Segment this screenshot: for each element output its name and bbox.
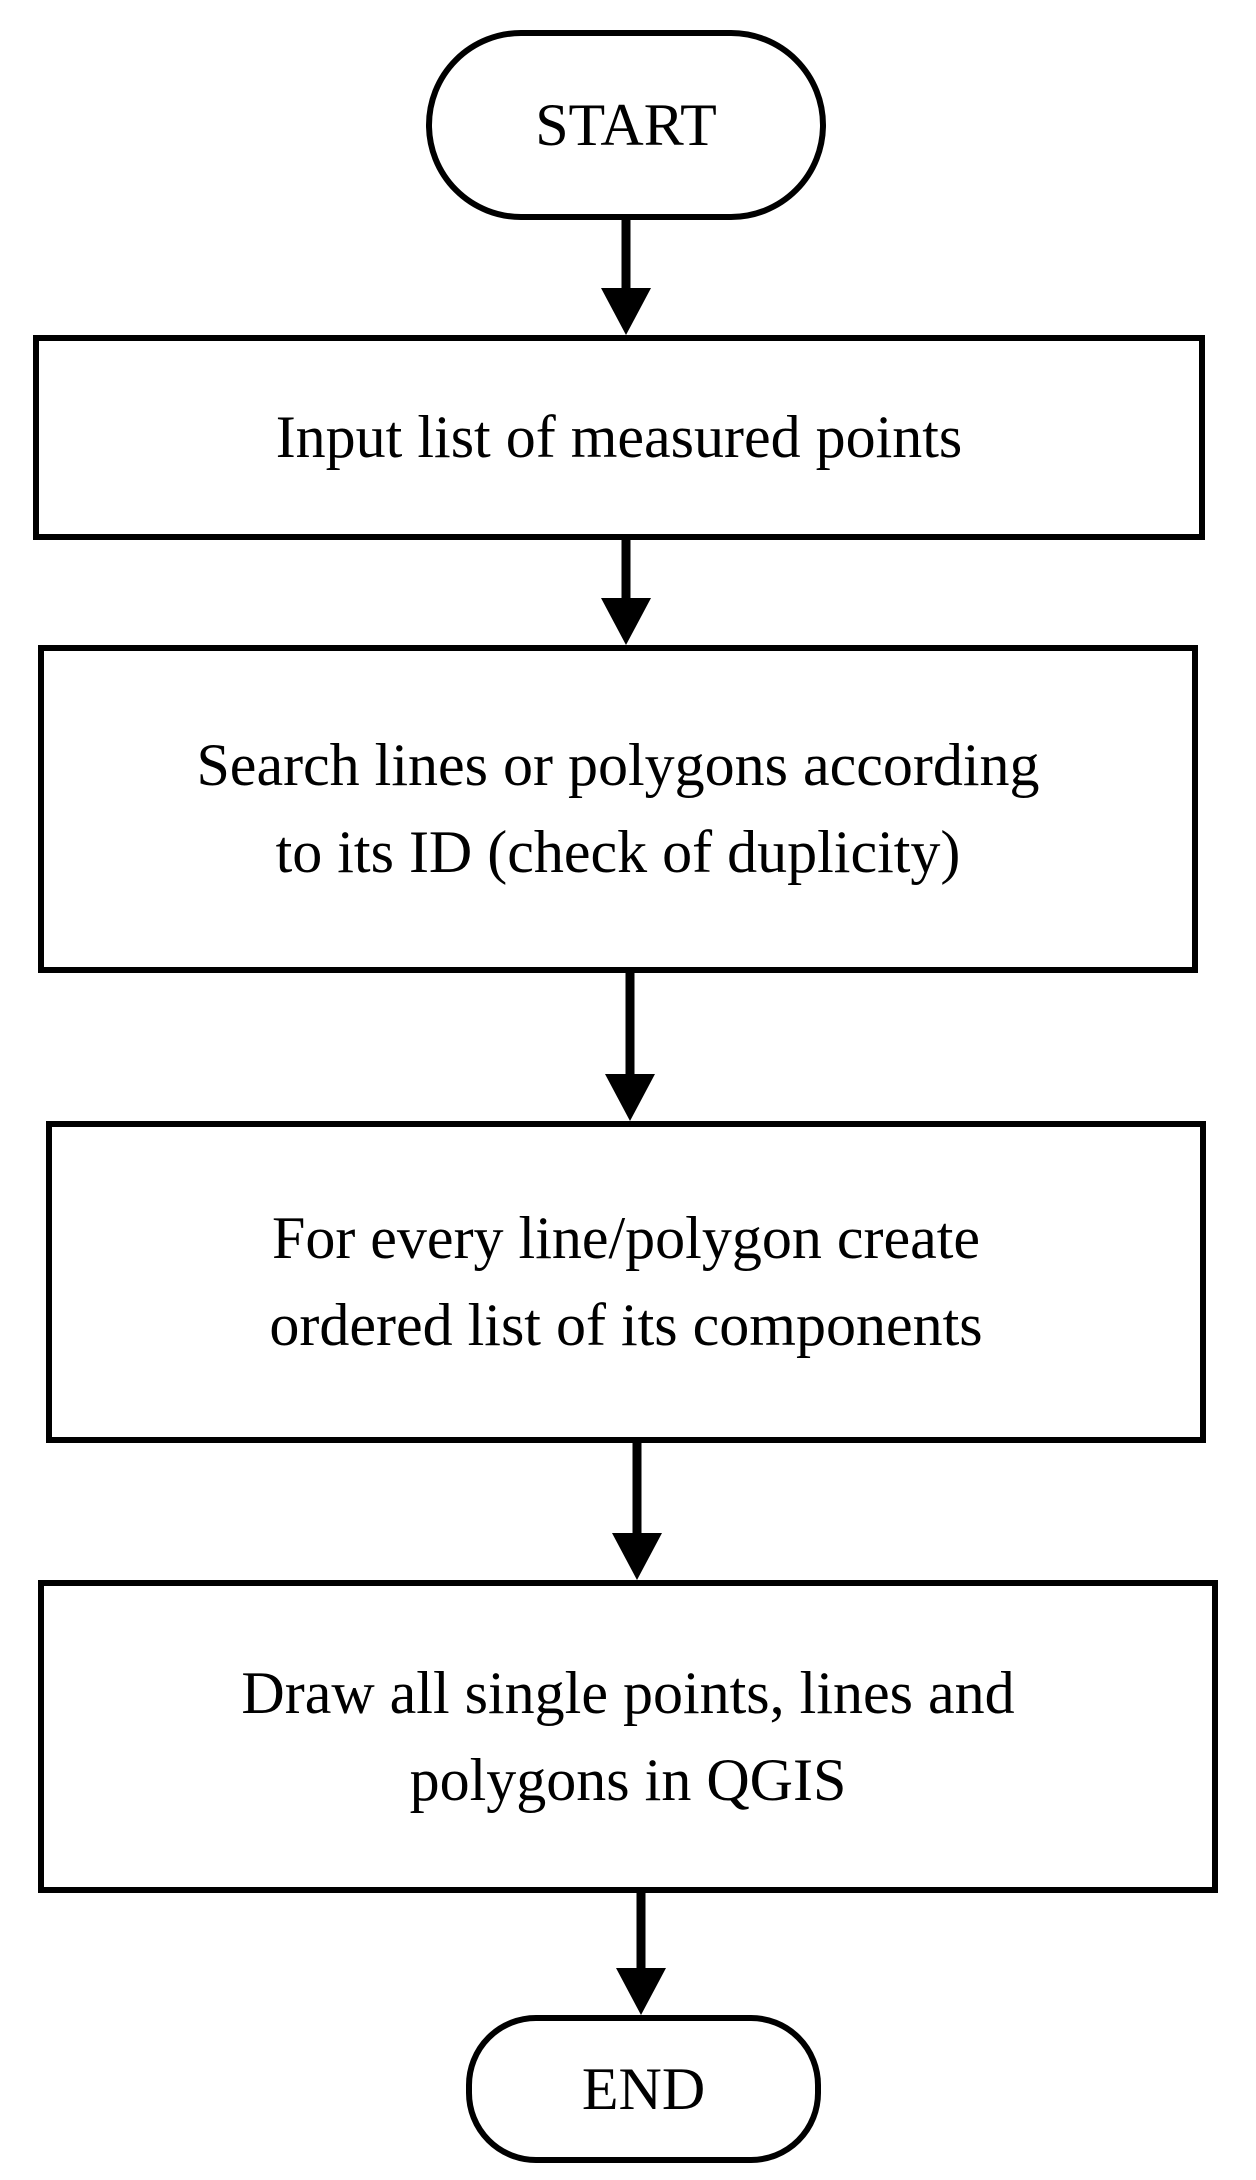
end-terminal: END	[466, 2015, 821, 2163]
process-step-draw-in-qgis: Draw all single points, lines and polygo…	[38, 1580, 1218, 1893]
arrow-start-to-step-1	[601, 220, 651, 335]
step-4-line-2: polygons in QGIS	[409, 1746, 847, 1813]
step-3-line-2: ordered list of its components	[269, 1292, 983, 1358]
arrow-step-4-to-end	[616, 1893, 666, 2015]
arrow-step-1-to-step-2	[601, 540, 651, 645]
start-terminal: START	[426, 30, 826, 220]
step-4-line-1: Draw all single points, lines and	[241, 1659, 1015, 1726]
end-label: END	[581, 2055, 706, 2122]
arrow-step-3-to-step-4	[612, 1443, 662, 1580]
step-3-line-1: For every line/polygon create	[271, 1205, 981, 1271]
step-2-line-2: to its ID (check of duplicity)	[275, 819, 961, 885]
process-step-search-by-id: Search lines or polygons according to it…	[38, 645, 1198, 973]
process-step-ordered-components: For every line/polygon create ordered li…	[46, 1121, 1206, 1443]
step-1-line-1: Input list of measured points	[275, 404, 963, 470]
start-label: START	[535, 91, 717, 158]
process-step-input-points: Input list of measured points	[33, 335, 1205, 540]
arrow-step-2-to-step-3	[605, 973, 655, 1121]
step-2-line-1: Search lines or polygons according	[196, 732, 1040, 798]
